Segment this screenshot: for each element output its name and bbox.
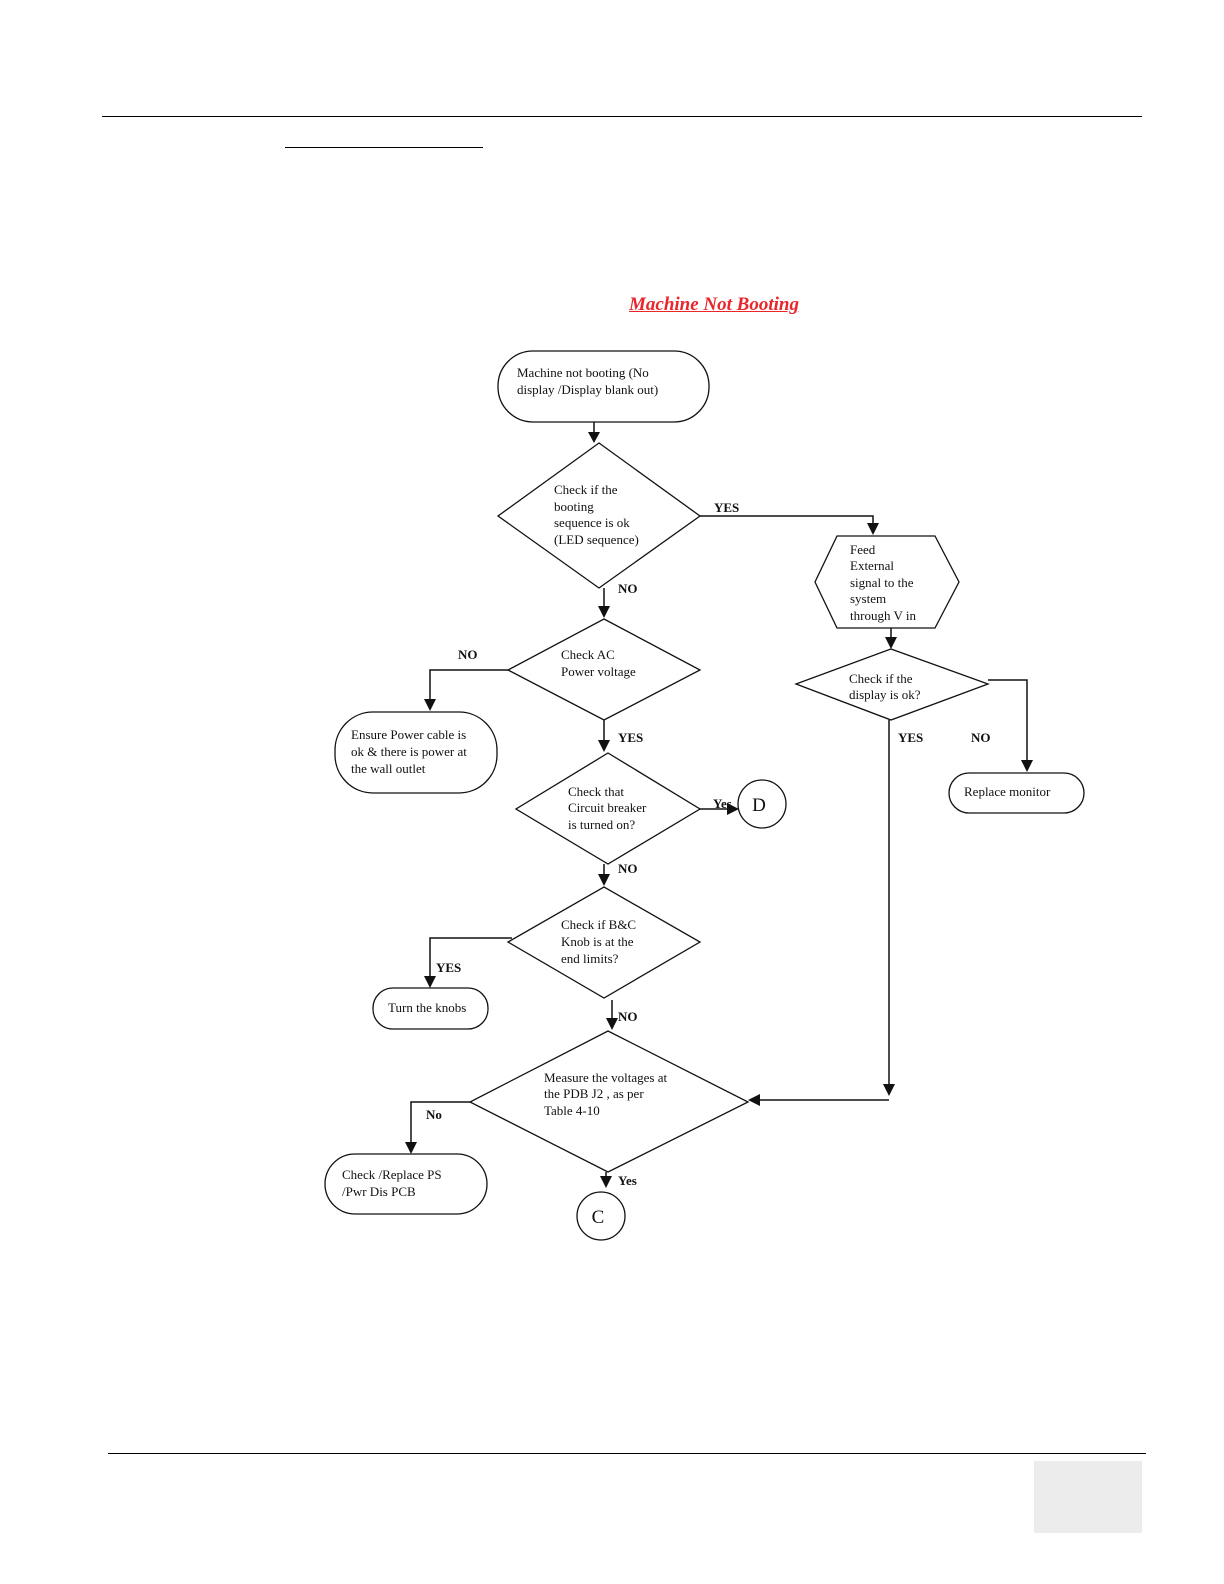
edge-display-no [988, 679, 1028, 764]
label-measure-yes: Yes [618, 1173, 637, 1188]
node-check-knob-text: Check if B&C Knob is at the end limits? [561, 917, 639, 966]
arrowhead [598, 606, 610, 618]
arrowhead [885, 637, 897, 649]
node-check-replace-ps-text: Check /Replace PS /Pwr Dis PCB [342, 1167, 445, 1199]
footer-rule [108, 1453, 1146, 1454]
label-knob-no: NO [618, 1009, 638, 1024]
node-replace-monitor-text: Replace monitor [964, 784, 1051, 799]
section-underline [285, 147, 483, 148]
arrowhead [424, 699, 436, 711]
label-display-no: NO [971, 730, 991, 745]
header-rule [102, 116, 1142, 117]
node-connector-c-text: C [592, 1207, 605, 1228]
label-ac-no: NO [458, 647, 478, 662]
node-measure-voltages-text: Measure the voltages at the PDB J2 , as … [544, 1070, 670, 1118]
flowchart-title: Machine Not Booting [629, 294, 799, 315]
node-check-knob [506, 886, 702, 999]
arrowhead [600, 1176, 612, 1188]
arrowhead [727, 803, 739, 815]
arrowhead [867, 523, 879, 535]
node-check-breaker-text: Check that Circuit breaker is turned on? [568, 784, 650, 832]
node-feed-signal-text: Feed External signal to the system throu… [850, 542, 917, 623]
node-ensure-power-text: Ensure Power cable is ok & there is powe… [351, 727, 470, 776]
flowchart-edge-labels: YES NO NO YES YES NO Yes NO YES NO No Ye… [426, 500, 991, 1188]
arrowhead [1021, 760, 1033, 772]
node-check-ac-text: Check AC Power voltage [561, 647, 636, 679]
label-ac-yes: YES [618, 730, 643, 745]
node-check-display [794, 648, 990, 721]
node-check-breaker [514, 752, 702, 865]
node-start [497, 350, 710, 423]
edge-boot-yes [700, 515, 874, 527]
arrowhead [405, 1142, 417, 1154]
edge-knob-yes [429, 937, 512, 980]
arrowhead [598, 874, 610, 886]
arrowhead [883, 1084, 895, 1096]
label-boot-no: NO [618, 581, 638, 596]
page-number-box [1034, 1461, 1142, 1533]
arrowhead [606, 1018, 618, 1030]
label-measure-no: No [426, 1107, 442, 1122]
arrowhead [598, 740, 610, 752]
flowchart-edges [405, 422, 1033, 1188]
label-breaker-no: NO [618, 861, 638, 876]
label-display-yes: YES [898, 730, 923, 745]
node-check-boot [496, 442, 702, 589]
node-start-text: Machine not booting (No display /Display… [517, 365, 658, 397]
edge-measure-no [410, 1101, 470, 1146]
node-connector-c [576, 1191, 626, 1241]
node-check-replace-ps [324, 1153, 488, 1215]
node-measure-voltages [468, 1030, 750, 1173]
node-check-display-text: Check if the display is ok? [849, 671, 921, 702]
node-replace-monitor [948, 772, 1085, 814]
node-connector-d-text: D [752, 795, 766, 816]
label-knob-yes: YES [436, 960, 461, 975]
label-breaker-yes: Yes [713, 796, 732, 811]
edge-ac-no [429, 669, 508, 703]
node-connector-d [737, 779, 787, 829]
node-ensure-power [334, 711, 498, 794]
node-turn-knobs-text: Turn the knobs [388, 1000, 466, 1015]
node-check-ac [506, 618, 702, 721]
node-check-boot-text: Check if the booting sequence is ok (LED… [554, 482, 639, 547]
arrowhead [748, 1094, 760, 1106]
node-turn-knobs [372, 987, 489, 1030]
node-feed-signal [814, 535, 960, 629]
arrowhead [424, 976, 436, 988]
label-boot-yes: YES [714, 500, 739, 515]
arrowhead [588, 432, 600, 443]
